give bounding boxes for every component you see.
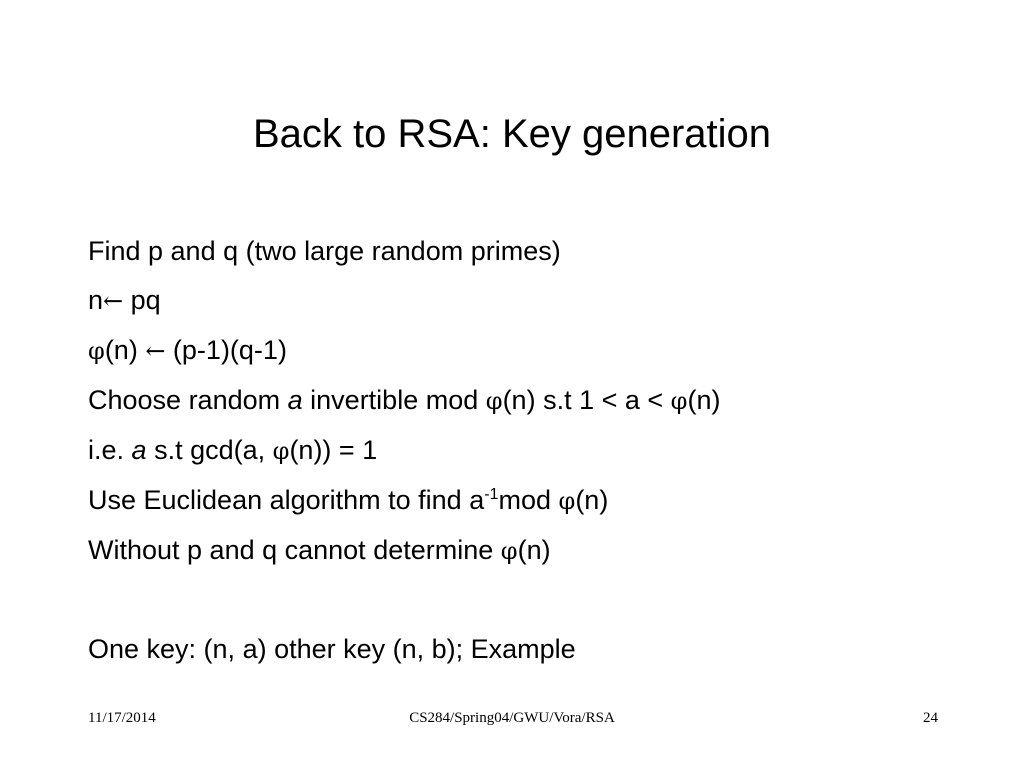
footer-page-number: 24 [923, 710, 938, 726]
text-range: (n) s.t 1 < a < [502, 385, 671, 415]
body-line-choose-a: Choose random a invertible mod φ(n) s.t … [88, 376, 988, 426]
text-n-paren: (n) [517, 535, 551, 565]
text-gcd: s.t gcd(a, [146, 435, 273, 465]
text-p-q-product: (p-1)(q-1) [165, 335, 287, 365]
body-line-gcd: i.e. a s.t gcd(a, φ(n)) = 1 [88, 426, 988, 476]
slide-title: Back to RSA: Key generation [252, 112, 772, 156]
phi-symbol: φ [670, 387, 688, 415]
slide-body: Find p and q (two large random primes) n… [88, 227, 988, 674]
text-n: n [88, 285, 104, 315]
text-n-paren: (n) [687, 385, 721, 415]
superscript-inverse: -1 [484, 486, 499, 503]
variable-a: a [287, 385, 303, 415]
phi-symbol: φ [500, 537, 518, 565]
body-line-keys: One key: (n, a) other key (n, b); Exampl… [88, 634, 576, 664]
variable-a: a [131, 435, 147, 465]
phi-symbol: φ [88, 337, 105, 365]
text-ie: i.e. [88, 435, 132, 465]
body-line-phi-assign: φ(n) ← (p-1)(q-1) [88, 326, 988, 376]
phi-symbol: φ [272, 437, 290, 465]
body-line-without-pq: Without p and q cannot determine φ(n) [88, 526, 988, 576]
text-equals-one: (n)) = 1 [289, 435, 378, 465]
body-spacer [88, 576, 988, 625]
text-euclidean: Use Euclidean algorithm to find a [88, 485, 485, 515]
text-pq: pq [123, 285, 161, 315]
text-n-paren: (n) [575, 485, 609, 515]
phi-symbol: φ [558, 487, 576, 515]
left-arrow-symbol: ← [145, 337, 166, 365]
text-choose: Choose random [88, 385, 288, 415]
text-invertible: invertible mod [302, 385, 486, 415]
phi-symbol: φ [485, 387, 503, 415]
left-arrow-symbol: ← [103, 287, 124, 315]
body-line-n-assign: n← pq [88, 276, 988, 326]
body-line-find-primes: Find p and q (two large random primes) [88, 236, 561, 266]
footer-course: CS284/Spring04/GWU/Vora/RSA [409, 710, 615, 726]
text-n-paren: (n) [104, 335, 146, 365]
body-line-euclidean: Use Euclidean algorithm to find a-1mod φ… [88, 476, 988, 526]
text-without: Without p and q cannot determine [88, 535, 501, 565]
text-mod: mod [498, 485, 559, 515]
footer-date: 11/17/2014 [88, 710, 156, 726]
